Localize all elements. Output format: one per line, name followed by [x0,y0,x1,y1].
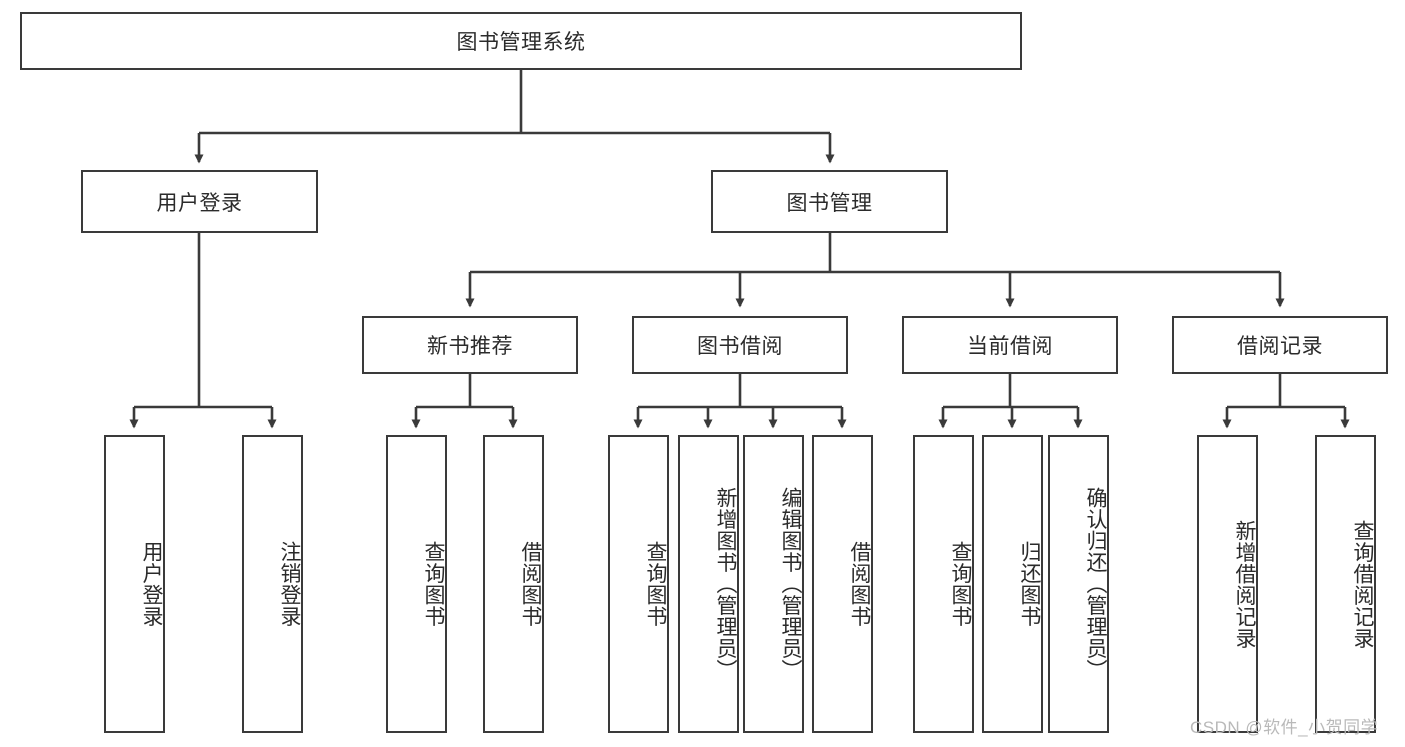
node-label: 新增图书（管理员） [714,487,737,681]
csdn-watermark: CSDN @软件_小贺同学 [1190,718,1379,737]
leaf-borrow-query-book[interactable]: 查询图书 [608,435,669,733]
node-root[interactable]: 图书管理系统 [20,12,1022,70]
node-label: 借阅记录 [1237,335,1323,358]
node-label: 当前借阅 [967,335,1053,358]
node-current-borrow[interactable]: 当前借阅 [902,316,1118,374]
leaf-current-confirm-return[interactable]: 确认归还（管理员） [1048,435,1109,733]
leaf-record-add[interactable]: 新增借阅记录 [1197,435,1258,733]
leaf-current-return-book[interactable]: 归还图书 [982,435,1043,733]
leaf-borrow-add-book[interactable]: 新增图书（管理员） [678,435,739,733]
leaf-new-book-query[interactable]: 查询图书 [386,435,447,733]
node-label: 确认归还（管理员） [1084,487,1107,681]
leaf-user-login-login[interactable]: 用户登录 [104,435,165,733]
node-label: 注销登录 [278,541,301,627]
node-label: 借阅图书 [848,541,871,627]
node-label: 归还图书 [1018,541,1041,627]
node-label: 查询图书 [644,541,667,627]
leaf-user-login-logout[interactable]: 注销登录 [242,435,303,733]
leaf-current-query-book[interactable]: 查询图书 [913,435,974,733]
leaf-borrow-edit-book[interactable]: 编辑图书（管理员） [743,435,804,733]
leaf-new-book-borrow[interactable]: 借阅图书 [483,435,544,733]
node-label: 新增借阅记录 [1233,519,1256,649]
node-label: 用户登录 [140,541,163,627]
node-book-borrow[interactable]: 图书借阅 [632,316,848,374]
node-label: 查询图书 [949,541,972,627]
node-new-book-recommend[interactable]: 新书推荐 [362,316,578,374]
node-borrow-record[interactable]: 借阅记录 [1172,316,1388,374]
node-user-login[interactable]: 用户登录 [81,170,318,233]
leaf-borrow-borrow-book[interactable]: 借阅图书 [812,435,873,733]
node-label: 图书借阅 [697,335,783,358]
node-label: 查询图书 [422,541,445,627]
node-label: 用户登录 [156,191,243,215]
node-label: 查询借阅记录 [1351,519,1374,649]
node-label: 编辑图书（管理员） [779,487,802,681]
node-label: 图书管理 [786,191,873,215]
node-label: 新书推荐 [427,335,513,358]
node-label: 图书管理系统 [456,31,586,54]
node-label: 借阅图书 [519,541,542,627]
leaf-record-query[interactable]: 查询借阅记录 [1315,435,1376,733]
node-book-management[interactable]: 图书管理 [711,170,948,233]
